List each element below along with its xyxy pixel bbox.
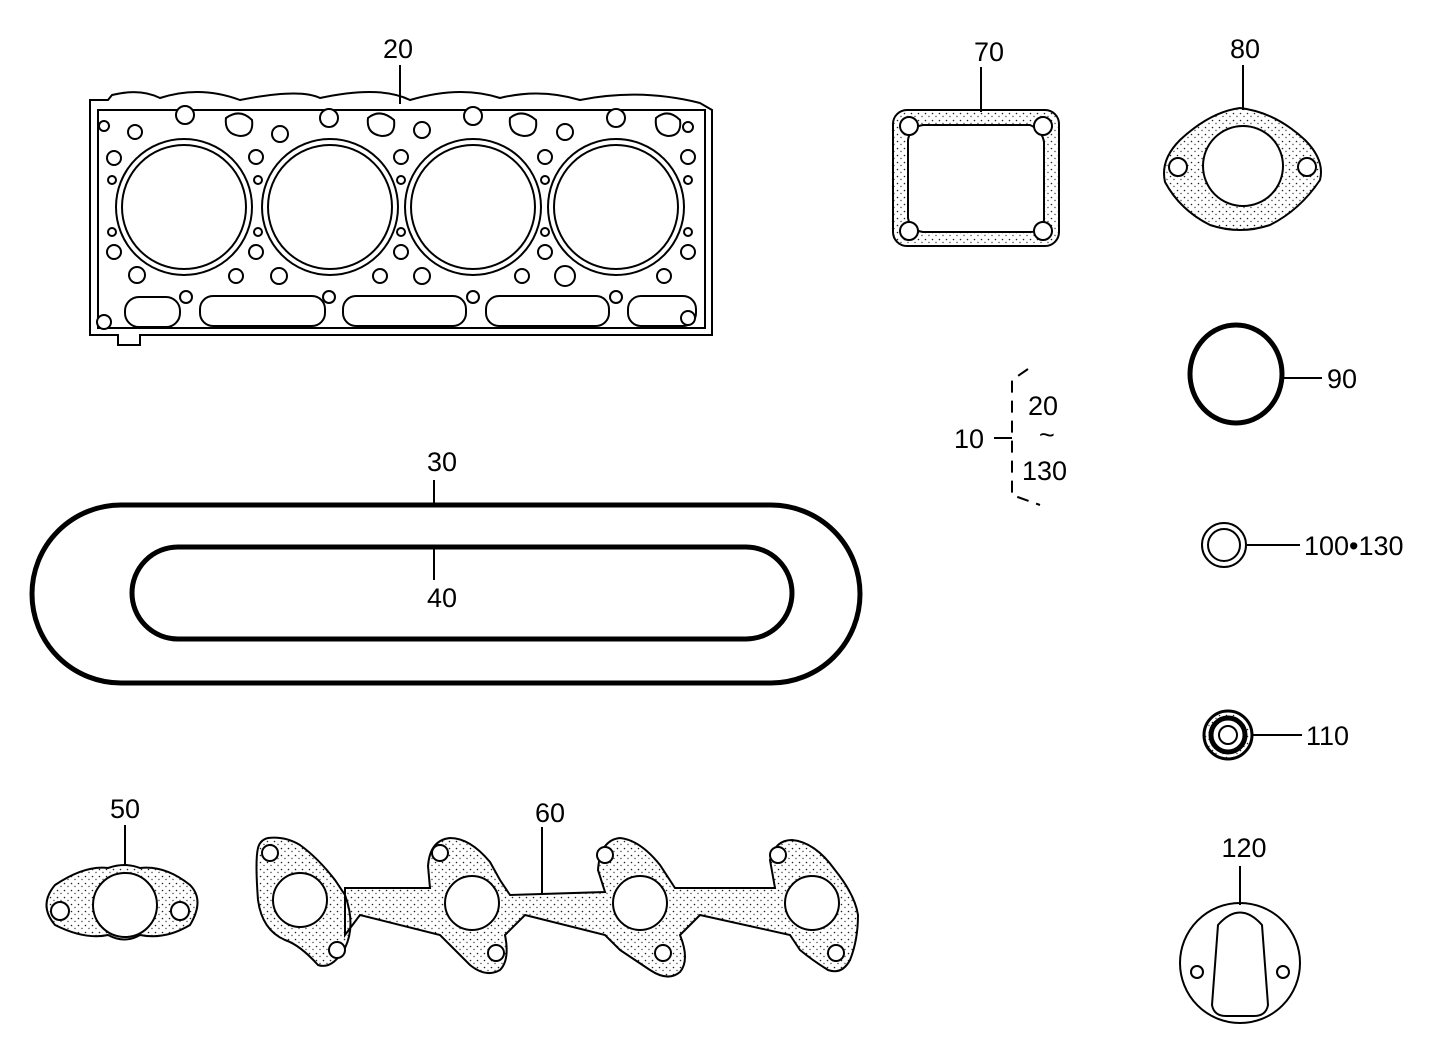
washer (1201, 522, 1247, 568)
label-range-end: 130 (1022, 456, 1067, 486)
manifold-gasket (255, 836, 860, 978)
label-20: 20 (383, 34, 413, 64)
label-60: 60 (535, 798, 565, 828)
small-flange-gasket (45, 864, 199, 941)
label-120: 120 (1221, 833, 1266, 863)
label-50: 50 (110, 794, 140, 824)
cylinder-head-gasket (89, 91, 713, 346)
label-80: 80 (1230, 34, 1260, 64)
set-bracket (994, 368, 1041, 506)
oval-flange-gasket (1163, 106, 1322, 231)
label-30: 30 (427, 447, 457, 477)
square-gasket (892, 109, 1060, 247)
o-ring (1187, 322, 1285, 426)
label-10: 10 (954, 424, 984, 454)
valve-stem-seal (1202, 709, 1254, 761)
label-110: 110 (1306, 721, 1349, 751)
label-40: 40 (427, 583, 457, 613)
round-cover-gasket (1179, 902, 1301, 1024)
label-70: 70 (974, 37, 1004, 67)
inner-seal-ring (129, 544, 795, 642)
label-range-start: 20 (1028, 391, 1058, 421)
label-100-130: 100•130 (1304, 531, 1404, 561)
label-90: 90 (1327, 364, 1357, 394)
label-range-separator: ~ (1039, 420, 1055, 450)
outer-seal-ring (29, 502, 863, 686)
